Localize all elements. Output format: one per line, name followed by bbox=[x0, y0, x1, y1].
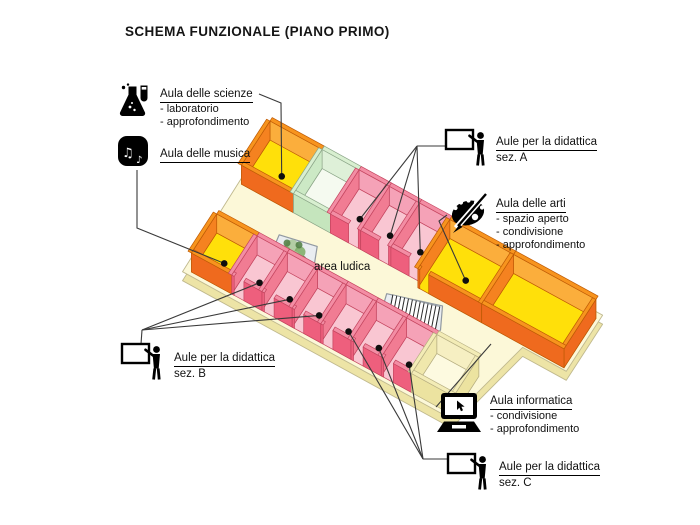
label-didattica-c: Aule per la didattica sez. C bbox=[499, 457, 601, 490]
label-aula-informatica-b2: - approfondimento bbox=[490, 423, 580, 435]
wall-face bbox=[261, 291, 265, 313]
wall-face bbox=[388, 245, 392, 267]
leader-line bbox=[348, 331, 424, 460]
label-didattica-b: Aule per la didattica sez. B bbox=[174, 348, 276, 381]
wall-top bbox=[289, 147, 323, 195]
svg-text:♫: ♫ bbox=[122, 146, 134, 161]
teacher-board-icon-b bbox=[120, 342, 161, 380]
leader-line bbox=[258, 93, 283, 177]
wall-top bbox=[377, 315, 407, 358]
leader-line bbox=[408, 364, 424, 460]
leader-line bbox=[438, 214, 467, 281]
label-didattica-b-sez: sez. B bbox=[174, 368, 206, 380]
room-dot-aula-b1 bbox=[256, 279, 263, 287]
label-aula-arti-title: Aula delle arti bbox=[496, 198, 566, 213]
wall-top bbox=[330, 210, 352, 225]
wall-top bbox=[407, 332, 438, 374]
wall-top bbox=[436, 330, 482, 358]
label-aula-informatica: Aula informatica - condivisione - approf… bbox=[490, 391, 579, 436]
wall-top bbox=[261, 287, 267, 294]
teacher-board-icon-a bbox=[444, 128, 485, 166]
wall-top bbox=[481, 299, 567, 350]
label-didattica-c-sez: sez. C bbox=[499, 477, 532, 489]
room-dot-aula-c2 bbox=[375, 344, 383, 352]
label-didattica-b-title: Aule per la didattica bbox=[174, 352, 276, 367]
label-aula-scienze-title: Aula delle scienze bbox=[160, 88, 253, 103]
wall-top bbox=[187, 211, 218, 254]
wall-top bbox=[320, 320, 326, 326]
wall-top bbox=[258, 250, 288, 292]
wall-face bbox=[231, 274, 235, 296]
wall-face bbox=[320, 323, 324, 345]
wall-face bbox=[417, 268, 421, 290]
room-dot-scienze bbox=[278, 173, 286, 180]
music-notes-icon: ♫♪ bbox=[118, 136, 148, 166]
wall-top bbox=[477, 252, 514, 305]
label-aula-arti: Aula delle arti - spazio aperto - condiv… bbox=[496, 194, 585, 252]
flask-icon bbox=[119, 83, 148, 116]
wall-top bbox=[237, 118, 271, 166]
room-dot-aula-a1 bbox=[356, 215, 364, 223]
wall-top bbox=[317, 282, 347, 325]
room-dot-arti bbox=[462, 277, 470, 284]
wall-top bbox=[288, 266, 318, 309]
room-estensione bbox=[477, 250, 599, 369]
label-aula-scienze-b2: - approfondimento bbox=[160, 116, 250, 128]
leader-line bbox=[389, 145, 418, 236]
wall-top bbox=[326, 167, 360, 215]
wall-top bbox=[228, 233, 258, 276]
leader-line bbox=[140, 329, 143, 345]
leader-line bbox=[141, 314, 320, 331]
leader-line bbox=[141, 298, 290, 331]
room-dot-aula-b3 bbox=[315, 312, 323, 319]
leader-line bbox=[141, 282, 260, 331]
leader-line bbox=[378, 347, 424, 460]
label-aula-musica: Aula delle musica bbox=[160, 144, 251, 163]
stair-step-line bbox=[434, 306, 441, 332]
wall-top bbox=[231, 271, 237, 277]
label-didattica-c-title: Aule per la didattica bbox=[499, 461, 601, 476]
wall-top bbox=[414, 217, 451, 270]
area-ludica-label: area ludica bbox=[314, 261, 371, 273]
leader-line bbox=[136, 170, 225, 264]
room-dot-aula-b2 bbox=[286, 296, 294, 303]
teacher-board-icon-c bbox=[446, 452, 487, 490]
label-didattica-a: Aule per la didattica sez. A bbox=[496, 132, 598, 165]
wall-top bbox=[417, 264, 423, 271]
label-aula-scienze: Aula delle scienze - laboratorio - appro… bbox=[160, 84, 253, 129]
wall-top bbox=[390, 243, 412, 258]
label-aula-informatica-b1: - condivisione bbox=[490, 410, 558, 422]
room-dot-aula-c1 bbox=[345, 328, 352, 335]
label-aula-arti-b3: - approfondimento bbox=[496, 239, 586, 251]
wall-top bbox=[360, 226, 382, 241]
label-aula-arti-b2: - condivisione bbox=[496, 226, 564, 238]
page-title: SCHEMA FUNZIONALE (PIANO PRIMO) bbox=[125, 24, 390, 39]
label-didattica-a-sez: sez. A bbox=[496, 152, 528, 164]
leader-line bbox=[416, 145, 421, 253]
label-aula-informatica-title: Aula informatica bbox=[490, 395, 573, 410]
wall-top bbox=[291, 304, 298, 310]
room-dot-musica bbox=[220, 260, 228, 267]
label-aula-musica-title: Aula delle musica bbox=[160, 148, 251, 163]
wall-top bbox=[513, 250, 599, 300]
plant-foliage bbox=[295, 241, 303, 249]
room-dot-aula-a2 bbox=[386, 232, 394, 239]
label-aula-arti-b1: - spazio aperto bbox=[496, 213, 569, 225]
palette-icon bbox=[451, 193, 488, 233]
label-aula-scienze-b1: - laboratorio bbox=[160, 103, 219, 115]
wall-top bbox=[387, 200, 420, 248]
svg-text:♪: ♪ bbox=[136, 155, 142, 166]
computer-icon bbox=[437, 393, 481, 432]
plant-foliage bbox=[283, 239, 291, 247]
room-dot-aula-a3 bbox=[417, 248, 424, 256]
room-dot-aula-c3 bbox=[405, 361, 413, 368]
wall-face bbox=[291, 307, 295, 329]
wall-face bbox=[357, 228, 362, 250]
wall-top bbox=[347, 299, 377, 341]
leader-line bbox=[359, 145, 418, 220]
label-didattica-a-title: Aule per la didattica bbox=[496, 136, 598, 151]
wall-face bbox=[350, 340, 354, 362]
stair-step-line bbox=[430, 305, 437, 331]
